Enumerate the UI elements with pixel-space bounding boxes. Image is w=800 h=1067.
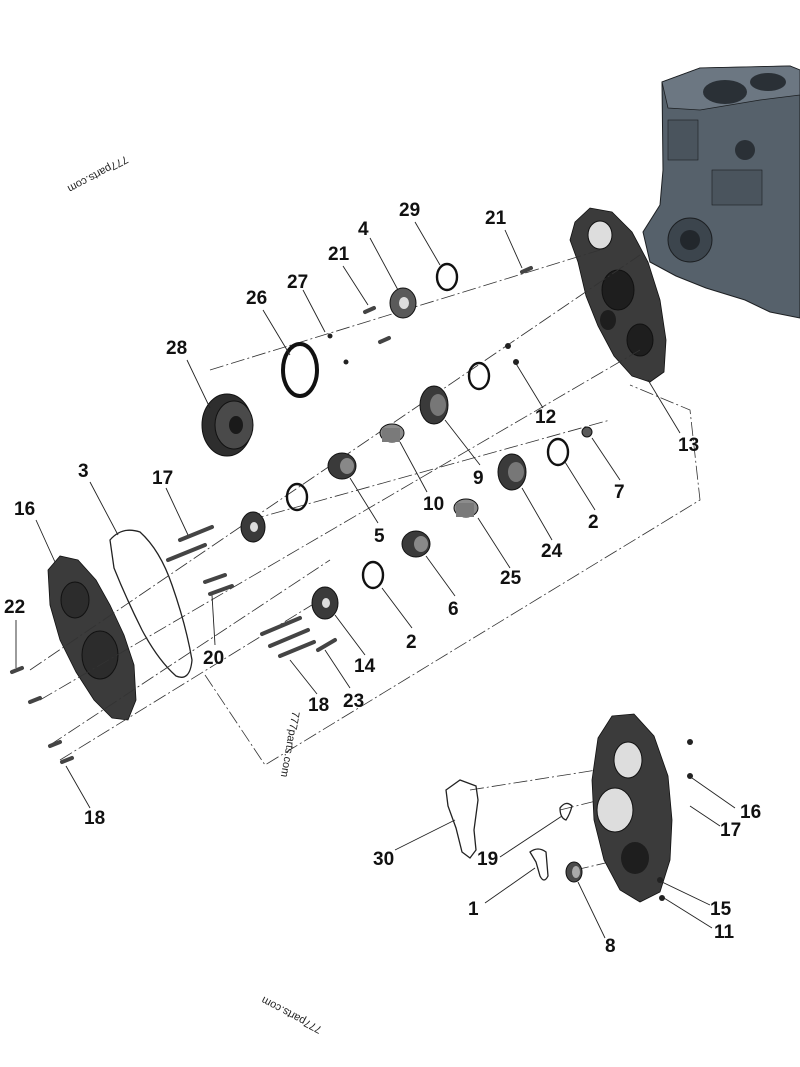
callout-20: 20 — [203, 648, 224, 669]
callout-17-upper: 17 — [720, 820, 741, 841]
callout-18-lower: 18 — [308, 695, 329, 716]
front-cover — [47, 555, 137, 721]
leader-lines — [15, 221, 736, 939]
cover-gasket — [109, 529, 193, 678]
o-ring-2b — [361, 560, 385, 590]
callout-29: 19 — [477, 849, 498, 870]
watermark-bottom: 777parts.com — [260, 994, 324, 1036]
drive-flange — [240, 511, 266, 543]
callout-25: 25 — [500, 568, 522, 589]
callout-3: 3 — [78, 461, 89, 482]
callout-11: 12 — [535, 407, 556, 428]
gasket-30 — [445, 779, 479, 859]
large-gear-28 — [201, 393, 254, 457]
engine-block — [642, 65, 800, 319]
callout-18-upper: 17 — [152, 468, 173, 489]
callout-19: 18 — [84, 808, 105, 829]
bushing-25 — [453, 498, 479, 518]
o-ring-upper — [467, 361, 491, 391]
callout-15: 16 — [14, 499, 35, 520]
seal-29 — [559, 802, 573, 821]
callout-17-lower: 11 — [714, 922, 735, 943]
hub-5 — [327, 452, 357, 480]
bushing-9 — [379, 423, 405, 443]
bushing-10 — [565, 861, 583, 883]
o-ring-13 — [435, 262, 459, 292]
callout-23: 23 — [343, 691, 364, 712]
callout-16-lower: 15 — [710, 899, 732, 920]
callout-21-top-right: 21 — [485, 208, 507, 229]
callout-4: 4 — [358, 219, 369, 240]
watermark-middle: 777parts.com — [278, 710, 301, 778]
callout-24: 24 — [541, 541, 563, 562]
o-ring-2a — [546, 437, 570, 467]
callout-22: 22 — [4, 597, 25, 618]
callout-2-lower: 2 — [406, 632, 417, 653]
o-ring-mid — [285, 482, 309, 512]
watermark-top: 777parts.com — [65, 153, 129, 195]
callout-21-top: 21 — [328, 244, 350, 265]
callout-9: 10 — [423, 494, 444, 515]
callout-16-upper: 16 — [740, 802, 761, 823]
callout-5: 5 — [374, 526, 385, 547]
bolts — [10, 266, 533, 764]
callout-13: 29 — [399, 200, 420, 221]
plug-7 — [581, 426, 593, 438]
small-fasteners — [657, 739, 693, 901]
hub-6 — [401, 530, 431, 558]
bracket-4 — [389, 287, 417, 319]
seal-1 — [529, 848, 549, 881]
lower-housing — [591, 713, 673, 903]
flange-14 — [311, 586, 339, 620]
callout-26: 26 — [246, 288, 267, 309]
callout-10: 8 — [605, 936, 616, 957]
callout-8: 9 — [473, 468, 484, 489]
callout-30: 30 — [373, 849, 394, 870]
callout-27: 27 — [287, 272, 308, 293]
callout-6: 6 — [448, 599, 459, 620]
gear-24 — [497, 453, 527, 491]
callout-12: 13 — [678, 435, 699, 456]
gear-8 — [419, 385, 449, 425]
callout-2-right: 2 — [588, 512, 599, 533]
callout-1: 1 — [468, 899, 479, 920]
callout-28: 28 — [166, 338, 187, 359]
callout-7: 7 — [614, 482, 625, 503]
thrust-plate-26 — [281, 342, 319, 398]
callout-14: 14 — [354, 656, 376, 677]
